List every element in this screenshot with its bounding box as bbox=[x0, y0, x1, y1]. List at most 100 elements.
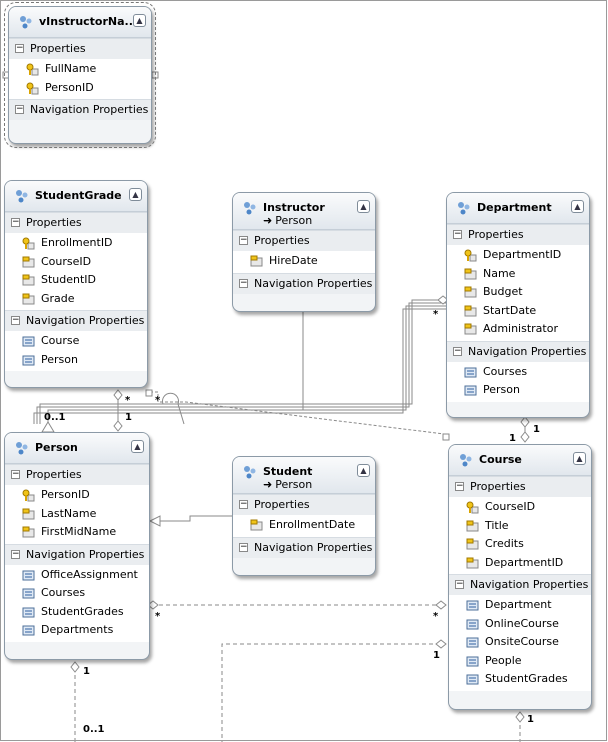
navigation-item[interactable]: OnsiteCourse bbox=[449, 633, 591, 652]
multiplicity-label: 1 bbox=[509, 433, 516, 444]
key-property-icon bbox=[22, 489, 35, 502]
property-item[interactable]: FirstMidName bbox=[5, 523, 149, 542]
diamond-course-left bbox=[435, 600, 447, 610]
navigation-item[interactable]: StudentGrades bbox=[5, 603, 149, 622]
collapse-section-icon[interactable]: − bbox=[453, 345, 462, 356]
navigation-property-icon bbox=[22, 588, 35, 599]
entity-studentgrade[interactable]: StudentGrade ▲ −Properties EnrollmentID … bbox=[4, 180, 148, 388]
collapse-entity-icon[interactable]: ▲ bbox=[571, 200, 584, 213]
collapse-section-icon[interactable]: − bbox=[239, 235, 248, 245]
collapse-section-icon[interactable]: − bbox=[239, 277, 248, 288]
properties-header[interactable]: −Properties bbox=[5, 212, 147, 233]
navigation-header[interactable]: −Navigation Properties bbox=[233, 536, 375, 558]
collapse-section-icon[interactable]: − bbox=[15, 43, 24, 53]
navigation-item[interactable]: Person bbox=[447, 381, 589, 400]
property-label: Budget bbox=[483, 285, 523, 298]
navigation-property-icon bbox=[466, 619, 479, 629]
collapse-entity-icon[interactable]: ▲ bbox=[133, 14, 146, 27]
navigation-header[interactable]: −Navigation Properties bbox=[9, 99, 151, 120]
properties-header[interactable]: −Properties bbox=[9, 38, 151, 59]
property-item[interactable]: PersonID bbox=[5, 486, 149, 505]
collapse-entity-icon[interactable]: ▲ bbox=[573, 452, 586, 465]
navigation-header[interactable]: −Navigation Properties bbox=[447, 340, 589, 362]
entity-header[interactable]: Student ➜Person ▲ bbox=[233, 457, 375, 494]
collapse-section-icon[interactable]: − bbox=[11, 469, 20, 479]
property-item[interactable]: DepartmentID bbox=[449, 554, 591, 573]
collapse-entity-icon[interactable]: ▲ bbox=[129, 188, 142, 201]
collapse-section-icon[interactable]: − bbox=[15, 104, 24, 114]
entity-header[interactable]: Course ▲ bbox=[449, 445, 591, 476]
property-label: StartDate bbox=[483, 303, 537, 317]
navigation-header[interactable]: −Navigation Properties bbox=[5, 310, 147, 331]
connector-square-4 bbox=[151, 71, 159, 79]
property-item[interactable]: Title bbox=[449, 517, 591, 536]
collapse-section-icon[interactable]: − bbox=[11, 217, 20, 227]
entity-department[interactable]: Department ▲ −Properties DepartmentID Na… bbox=[446, 192, 590, 418]
entity-header[interactable]: vInstructorNa... ▲ bbox=[9, 7, 151, 38]
property-item[interactable]: Credits bbox=[449, 535, 591, 554]
property-item[interactable]: CourseID bbox=[5, 253, 147, 272]
properties-header[interactable]: −Properties bbox=[449, 476, 591, 497]
property-item[interactable]: DepartmentID bbox=[447, 246, 589, 265]
property-item[interactable]: CourseID bbox=[449, 498, 591, 517]
property-icon bbox=[22, 274, 35, 286]
navigation-item[interactable]: Departments bbox=[5, 621, 149, 640]
navigation-item[interactable]: OnlineCourse bbox=[449, 615, 591, 634]
property-icon bbox=[250, 255, 263, 267]
property-item[interactable]: LastName bbox=[5, 505, 149, 524]
entity-header[interactable]: Department ▲ bbox=[447, 193, 589, 224]
navigation-label: StudentGrades bbox=[41, 604, 124, 618]
navigation-item[interactable]: Department bbox=[449, 596, 591, 615]
navigation-item[interactable]: Person bbox=[5, 351, 147, 370]
property-item[interactable]: Administrator bbox=[447, 320, 589, 339]
entity-header[interactable]: StudentGrade ▲ bbox=[5, 181, 147, 212]
diamond-course-bottom bbox=[515, 711, 525, 723]
collapse-section-icon[interactable]: − bbox=[453, 229, 462, 239]
properties-header[interactable]: −Properties bbox=[447, 224, 589, 245]
property-item[interactable]: PersonID bbox=[9, 79, 151, 98]
collapse-entity-icon[interactable]: ▲ bbox=[357, 464, 370, 477]
property-item[interactable]: StartDate bbox=[447, 302, 589, 321]
property-item[interactable]: FullName bbox=[9, 60, 151, 79]
properties-header[interactable]: −Properties bbox=[233, 230, 375, 251]
navigation-item[interactable]: OfficeAssignment bbox=[5, 566, 149, 585]
collapse-section-icon[interactable]: − bbox=[455, 481, 464, 491]
collapse-section-icon[interactable]: − bbox=[239, 499, 248, 509]
navigation-item[interactable]: Course bbox=[5, 332, 147, 351]
navigation-item[interactable]: Courses bbox=[447, 363, 589, 382]
properties-section: −Properties HireDate bbox=[233, 230, 375, 273]
multiplicity-label: * bbox=[155, 395, 161, 406]
entity-header[interactable]: Instructor ➜Person ▲ bbox=[233, 193, 375, 230]
property-icon bbox=[464, 305, 477, 316]
collapse-section-icon[interactable]: − bbox=[11, 548, 20, 559]
property-item[interactable]: Name bbox=[447, 265, 589, 284]
entity-vinstructorname[interactable]: vInstructorNa... ▲ −Properties FullName … bbox=[4, 2, 156, 148]
property-item[interactable]: StudentID bbox=[5, 271, 147, 290]
navigation-item[interactable]: StudentGrades bbox=[449, 670, 591, 689]
entity-person[interactable]: Person ▲ −Properties PersonID LastName F… bbox=[4, 432, 150, 660]
property-item[interactable]: Budget bbox=[447, 283, 589, 302]
property-item[interactable]: EnrollmentID bbox=[5, 234, 147, 253]
navigation-header[interactable]: −Navigation Properties bbox=[233, 272, 375, 294]
collapse-entity-icon[interactable]: ▲ bbox=[357, 200, 370, 213]
navigation-item[interactable]: Courses bbox=[5, 584, 149, 603]
collapse-section-icon[interactable]: − bbox=[455, 579, 464, 589]
collapse-entity-icon[interactable]: ▲ bbox=[131, 440, 144, 453]
navigation-header[interactable]: −Navigation Properties bbox=[5, 543, 149, 565]
entity-instructor[interactable]: Instructor ➜Person ▲ −Properties HireDat… bbox=[232, 192, 376, 312]
navigation-header[interactable]: −Navigation Properties bbox=[449, 574, 591, 595]
property-item[interactable]: Grade bbox=[5, 290, 147, 309]
entity-student[interactable]: Student ➜Person ▲ −Properties Enrollment… bbox=[232, 456, 376, 576]
collapse-section-icon[interactable]: − bbox=[239, 541, 248, 552]
entity-course[interactable]: Course ▲ −Properties CourseID Title Cred… bbox=[448, 444, 592, 710]
entity-header[interactable]: Person ▲ bbox=[5, 433, 149, 464]
property-item[interactable]: EnrollmentDate bbox=[233, 516, 375, 535]
entity-title: Course bbox=[479, 453, 522, 466]
base-type-name: Person bbox=[275, 214, 313, 227]
collapse-section-icon[interactable]: − bbox=[11, 315, 20, 325]
property-item[interactable]: HireDate bbox=[233, 252, 375, 271]
properties-header[interactable]: −Properties bbox=[5, 464, 149, 485]
navigation-item[interactable]: People bbox=[449, 652, 591, 671]
property-label: DepartmentID bbox=[483, 248, 562, 261]
properties-header[interactable]: −Properties bbox=[233, 494, 375, 515]
